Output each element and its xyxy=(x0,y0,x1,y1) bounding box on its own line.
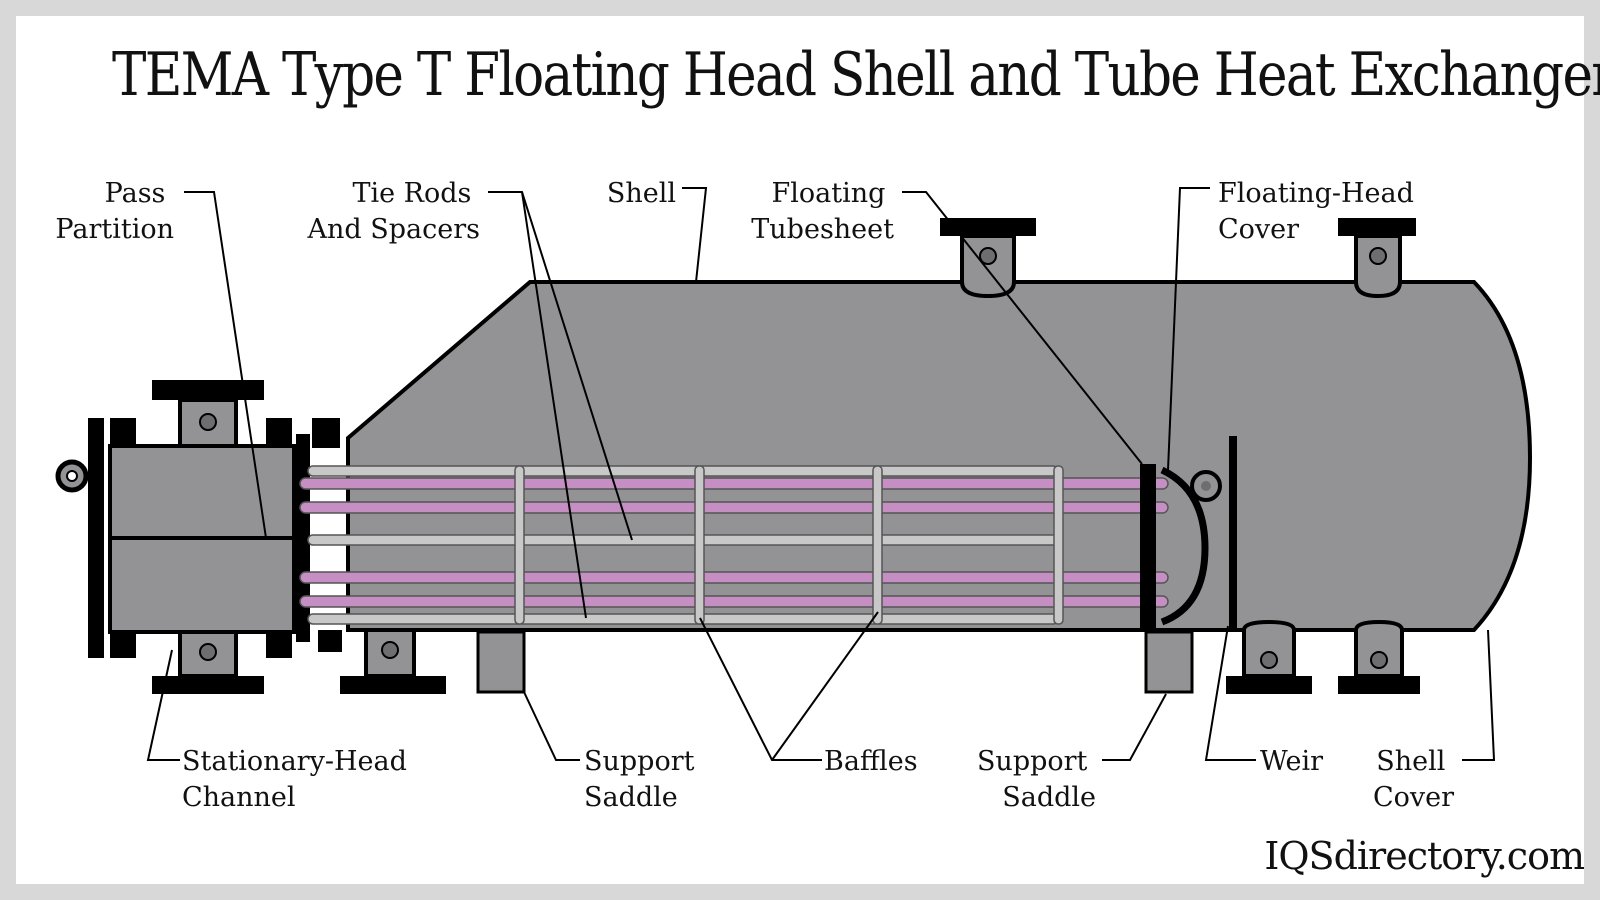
shell-nozzle-bottom-right xyxy=(1338,619,1420,694)
label-pass-partition: Pass Partition xyxy=(55,178,174,245)
page-title: TEMA Type T Floating Head Shell and Tube… xyxy=(112,40,1600,110)
label-stationary-head-channel: Stationary-Head Channel xyxy=(182,746,415,813)
label-support-saddle-right: Support Saddle xyxy=(977,746,1096,813)
stationary-head-channel xyxy=(55,380,340,694)
label-floating-head-cover: Floating-Head Cover xyxy=(1218,178,1423,245)
baffles xyxy=(514,465,1064,625)
shell-nozzle-top-left xyxy=(940,218,1036,299)
floating-tubesheet xyxy=(1140,464,1156,630)
label-tie-rods: Tie Rods And Spacers xyxy=(307,178,481,245)
label-shell: Shell xyxy=(607,178,676,209)
brand-logo-text: IQSdirectory.com xyxy=(1264,834,1585,878)
label-shell-cover: Shell Cover xyxy=(1373,746,1454,813)
tube-bundle xyxy=(299,465,1169,625)
shell-nozzle-bottom-left xyxy=(1226,619,1312,694)
shell-nozzle-top-right xyxy=(1338,218,1416,299)
shell-nozzle-bottom-inlet xyxy=(318,628,446,694)
support-saddle-right xyxy=(1144,630,1194,694)
label-floating-tubesheet: Floating Tubesheet xyxy=(751,178,894,245)
label-support-saddle-left: Support Saddle xyxy=(584,746,703,813)
weir xyxy=(1229,436,1237,630)
label-weir: Weir xyxy=(1260,746,1323,777)
label-baffles: Baffles xyxy=(824,746,918,777)
support-saddle-left xyxy=(476,630,526,694)
floating-head-cover xyxy=(1160,466,1209,626)
